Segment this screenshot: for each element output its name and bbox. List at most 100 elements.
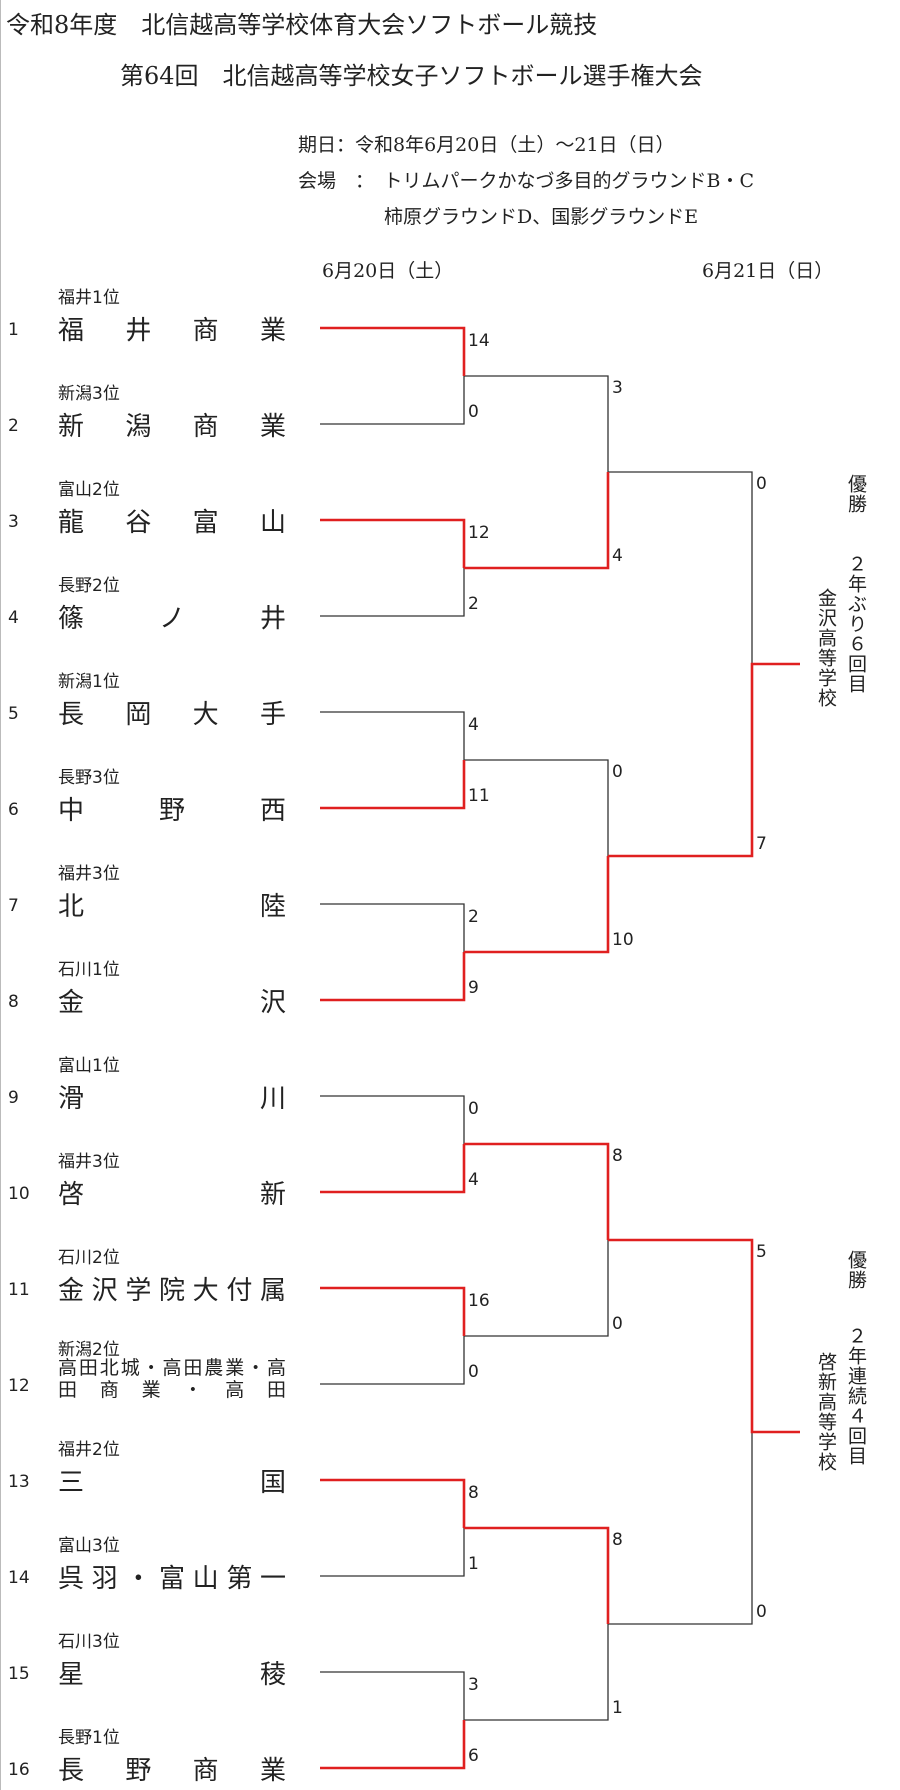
team-name: 金沢学院大付属 [58,1276,286,1306]
page-border [0,0,1,1790]
team-number: 16 [8,1760,30,1780]
score: 0 [612,762,623,782]
venue-line-2: 柿原グラウンドD、国影グラウンドE [384,206,699,228]
bracket-line [464,759,609,856]
day2-label: 6月21日（日） [702,260,834,282]
bracket-line [608,1432,753,1625]
score: 6 [468,1746,479,1766]
score: 0 [468,1362,479,1382]
bracket-line [320,952,466,1002]
bracket-line [464,1624,609,1721]
team-number: 6 [8,800,19,820]
score: 3 [468,1675,479,1695]
score: 8 [468,1483,479,1503]
venue-line-1: 会場 ： トリムパークかなづ多目的グラウンドB・C [298,170,755,192]
score: 12 [468,523,490,543]
team-seed: 富山3位 [58,1536,120,1556]
bracket-line [320,903,465,952]
day1-label: 6月20日（土） [322,260,454,282]
bracket-line [320,1720,466,1770]
score: 9 [468,978,479,998]
team-name: 中 野 西 [58,796,286,826]
score: 0 [612,1314,623,1334]
team-seed: 石川2位 [58,1248,120,1268]
team-name: 新 潟 商 業 [58,412,286,442]
bracket-line [608,662,800,858]
bracket-line [320,760,466,810]
bracket-line [464,472,610,570]
champion-note-bottom: ２年連続４回目 [845,1326,867,1466]
bracket-line [320,1528,465,1577]
team-number: 11 [8,1280,30,1300]
bracket-line [464,856,610,954]
team-seed: 石川3位 [58,1632,120,1652]
score: 5 [756,1242,767,1262]
team-seed: 富山2位 [58,480,120,500]
score: 0 [756,1602,767,1622]
loser-lines [320,375,753,1721]
champion-title-top: 優勝 [845,474,867,514]
score: 0 [468,402,479,422]
team-seed: 長野2位 [58,576,120,596]
score: 7 [756,834,767,854]
team-name: 呉羽・富山第一 [58,1564,286,1594]
score: 8 [612,1530,623,1550]
team-name-line-2: 田商業・高田 [58,1379,286,1401]
team-name: 金 沢 [58,988,286,1018]
winner-lines [320,326,800,1770]
date-line: 期日：令和8年6月20日（土）～21日（日） [298,134,675,156]
score: 11 [468,786,490,806]
team-number: 14 [8,1568,30,1588]
bracket-line [320,1478,466,1528]
team-number: 1 [8,320,19,340]
bracket-line [320,1671,465,1720]
team-seed: 長野3位 [58,768,120,788]
team-number: 9 [8,1088,19,1108]
team-name: 長 野 商 業 [58,1756,286,1786]
team-seed: 福井1位 [58,288,120,308]
team-seed: 新潟2位 [58,1340,120,1360]
team-seed: 福井2位 [58,1440,120,1460]
team-name: 長 岡 大 手 [58,700,286,730]
team-number: 7 [8,896,19,916]
team-seed: 福井3位 [58,864,120,884]
team-name: 高田北城・高田農業・高 田商業・高田 [58,1357,286,1401]
score: 0 [756,474,767,494]
bracket-line [608,1238,800,1434]
team-name: 篠 ノ 井 [58,604,286,634]
champion-team-top: 金沢高等学校 [815,588,837,708]
score: 4 [612,546,623,566]
bracket-line [464,375,609,472]
team-seed: 福井3位 [58,1152,120,1172]
team-seed: 新潟1位 [58,672,120,692]
score: 14 [468,331,490,351]
bracket-line [320,1144,466,1194]
team-number: 3 [8,512,19,532]
score: 0 [468,1099,479,1119]
champion-title-bottom: 優勝 [845,1250,867,1290]
score: 10 [612,930,634,950]
champion-team-bottom: 啓新高等学校 [815,1352,837,1472]
score: 4 [468,715,479,735]
page-subtitle: 第64回 北信越高等学校女子ソフトボール選手権大会 [120,62,703,90]
page-title: 令和8年度 北信越高等学校体育大会ソフトボール競技 [6,11,598,39]
team-number: 2 [8,416,19,436]
bracket-line [464,1142,610,1240]
team-name: 龍 谷 富 山 [58,508,286,538]
bracket-line [464,1240,609,1337]
bracket-line [320,1095,465,1144]
bracket-line [320,326,466,376]
team-name: 三 国 [58,1468,286,1498]
team-seed: 長野1位 [58,1728,120,1748]
bracket-line [464,1526,610,1624]
team-seed: 石川1位 [58,960,120,980]
bracket-line [320,568,465,617]
team-seed: 富山1位 [58,1056,120,1076]
score: 8 [612,1146,623,1166]
score: 1 [468,1554,479,1574]
team-number: 8 [8,992,19,1012]
bracket-line [320,1286,466,1336]
score: 16 [468,1291,490,1311]
score: 3 [612,378,623,398]
team-name-line-1: 高田北城・高田農業・高 [58,1357,286,1379]
